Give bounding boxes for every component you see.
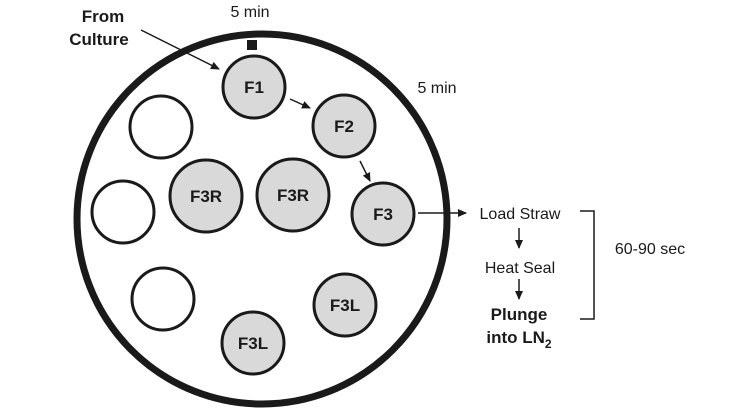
dish-orientation-mark — [247, 40, 257, 50]
empty-well-upper-left — [128, 94, 194, 160]
plunge-label-prefix: into LN — [486, 328, 545, 347]
well-f2: F2 — [311, 93, 377, 159]
arrow-culture-to-f1 — [140, 29, 220, 70]
duration-bracket — [580, 210, 595, 320]
well-f3l-right: F3L — [312, 272, 378, 338]
well-f3: F3 — [350, 181, 416, 247]
well-f3r-center: F3R — [255, 157, 331, 233]
well-f3l-bottom: F3L — [220, 310, 286, 376]
empty-well-lower-left — [130, 266, 196, 332]
time-label-right: 5 min — [417, 80, 456, 97]
load-straw-label: Load Straw — [480, 206, 561, 223]
from-culture-label-line1: From — [82, 7, 125, 26]
well-f3r-left-label: F3R — [190, 187, 222, 206]
plunge-label-line2: into LN2 — [486, 328, 552, 351]
time-label-top: 5 min — [230, 4, 269, 21]
arrow-f1-to-f2 — [289, 98, 311, 109]
well-f1-label: F1 — [244, 78, 264, 97]
well-f3l-bottom-label: F3L — [238, 334, 268, 353]
from-culture-label-line2: Culture — [69, 30, 129, 49]
well-f2-label: F2 — [334, 117, 354, 136]
well-f1: F1 — [221, 54, 287, 120]
well-f3-label: F3 — [373, 205, 393, 224]
well-f3r-center-label: F3R — [277, 186, 309, 205]
well-f3r-left: F3R — [168, 158, 244, 234]
duration-label: 60-90 sec — [615, 241, 685, 258]
plunge-label-line1: Plunge — [491, 305, 548, 324]
plunge-label-subscript: 2 — [545, 337, 552, 351]
heat-seal-label: Heat Seal — [485, 260, 555, 277]
empty-well-middle-left — [90, 179, 156, 245]
arrow-f2-to-f3 — [359, 160, 371, 182]
well-f3l-right-label: F3L — [330, 296, 360, 315]
